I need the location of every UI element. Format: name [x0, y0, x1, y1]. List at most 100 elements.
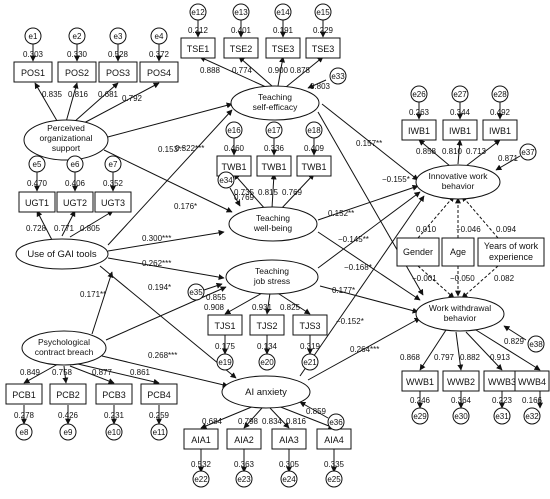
control-gender[interactable]: Gender [396, 237, 440, 267]
error-variance-value: 0.175 [215, 342, 236, 351]
error-variance-value: 0.223 [492, 396, 513, 405]
construct-tjs[interactable]: Teaching job stress [225, 259, 319, 295]
path-tjs-wwb [319, 285, 419, 314]
indicator-box-label: TJS1 [214, 321, 235, 331]
construct-pcb[interactable]: Psychological contract breach [21, 330, 107, 366]
construct-pos-l2: organizational [40, 133, 93, 143]
error-term-label: e26 [412, 90, 426, 99]
error-variance-value: 0.406 [65, 179, 86, 188]
loading-value: 0.835 [42, 90, 63, 99]
error-variance-value: 0.330 [67, 50, 88, 59]
control-gender-label: Gender [403, 247, 433, 257]
error-term-label: e9 [64, 428, 73, 437]
loading-value: 0.816 [286, 417, 307, 426]
error-term-label: e16 [227, 126, 241, 135]
loading-value: 0.771 [54, 224, 75, 233]
indicator-box-label: UGT3 [101, 198, 125, 208]
construct-wwb[interactable]: Work withdrawal behavior [415, 296, 505, 332]
indicator-box-label: IWB1 [489, 126, 511, 136]
loading-value: 0.798 [238, 417, 259, 426]
disturbance-aia-name: e36 [329, 418, 343, 427]
control-years[interactable]: Years of work experience [477, 237, 545, 267]
indicator-box-label: TWB1 [301, 162, 326, 172]
error-variance-value: 0.492 [490, 108, 511, 117]
coef-tse-wwb: −0.155* [382, 175, 410, 184]
disturbance-twb: e34 0.769 [217, 171, 255, 202]
error-term-label: e8 [20, 428, 29, 437]
error-term-label: e13 [234, 8, 248, 17]
control-years-l2: experience [489, 252, 533, 262]
indicator-box-label: PCB3 [102, 390, 126, 400]
loading-value: 0.882 [460, 353, 481, 362]
error-term-label: e22 [194, 475, 208, 484]
control-years-l1: Years of work [484, 241, 539, 251]
indicator-box-label: WWB2 [447, 377, 475, 387]
error-term-label: e3 [114, 32, 123, 41]
coef-pcb-tjs: 0.194* [148, 283, 171, 292]
error-term-label: e20 [260, 358, 274, 367]
construct-pos[interactable]: Perceived organizational support [23, 119, 109, 161]
error-variance-value: 0.305 [279, 460, 300, 469]
disturbance-aia: e36 0.859 [306, 407, 345, 431]
error-variance-value: 0.231 [104, 411, 125, 420]
indicator-box-label: AIA1 [191, 435, 211, 445]
indicator-box-label: AIA2 [234, 435, 254, 445]
coef-aia-iwb: −0.152* [336, 317, 364, 326]
construct-tjs-l1: Teaching [255, 266, 289, 276]
disturbance-twb-val: 0.769 [234, 193, 255, 202]
loading-value: 0.878 [290, 66, 311, 75]
coef-gender-iwb: 0.010 [416, 225, 437, 234]
indicator-box-label: PCB2 [56, 390, 80, 400]
error-variance-value: 0.336 [264, 144, 285, 153]
construct-wwb-l2: behavior [444, 313, 477, 323]
disturbance-iwb-name: e37 [521, 148, 535, 157]
construct-gai[interactable]: Use of GAI tools [15, 238, 109, 270]
error-term-label: e15 [316, 8, 330, 17]
construct-aia[interactable]: AI anxiety [221, 375, 311, 409]
indicator-box-label: POS4 [147, 68, 171, 78]
indicator-box-label: WWB3 [488, 377, 516, 387]
construct-twb[interactable]: Teaching well-being [228, 206, 318, 242]
construct-tse[interactable]: Teaching self-efficacy [230, 85, 320, 121]
loading-value: 0.908 [204, 303, 225, 312]
construct-iwb[interactable]: Innovative work behavior [415, 164, 501, 200]
error-variance-value: 0.426 [58, 411, 79, 420]
indicator-box-label: PCB4 [147, 390, 171, 400]
control-age[interactable]: Age [441, 237, 475, 267]
loading-value: 0.792 [122, 94, 143, 103]
indicator-box-label: TSE3 [312, 44, 335, 54]
error-variance-value: 0.470 [27, 179, 48, 188]
path-pcb-gai [91, 271, 114, 335]
